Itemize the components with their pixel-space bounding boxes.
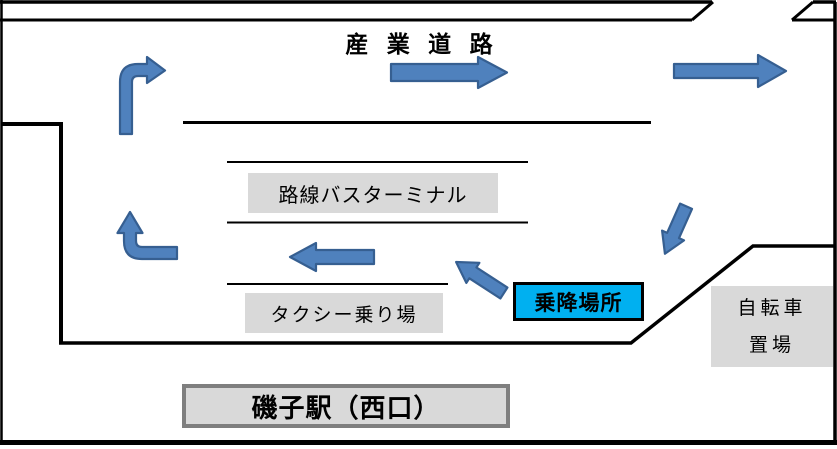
bicycle-parking-line2: 置場 bbox=[748, 334, 795, 356]
taxi-stand-label: タクシー乗り場 bbox=[245, 293, 443, 333]
left-road-inner-edge bbox=[1, 122, 63, 343]
right-arrow-icon bbox=[672, 53, 788, 89]
boarding-point-label: 乗降場所 bbox=[513, 282, 644, 321]
bicycle-parking-label: 自転車 置場 bbox=[711, 286, 833, 367]
left-arrow-icon bbox=[288, 241, 376, 273]
road-exit-diagonal-right bbox=[791, 0, 814, 22]
up-left-arrow-icon bbox=[454, 260, 509, 300]
bend-up-right-arrow-icon bbox=[118, 55, 167, 136]
bend-left-up-arrow-icon bbox=[116, 210, 179, 261]
station-forecourt-edge bbox=[59, 244, 835, 345]
bicycle-parking-line1: 自転車 bbox=[737, 297, 807, 319]
road-exit-diagonal-left bbox=[691, 0, 714, 22]
road-name-label: 産 業 道 路 bbox=[345, 30, 499, 57]
bus-terminal-label: 路線バスターミナル bbox=[248, 173, 498, 213]
down-left-arrow-icon bbox=[660, 202, 694, 255]
station-label: 磯子駅（西口） bbox=[182, 384, 510, 428]
right-arrow-icon bbox=[389, 55, 509, 90]
